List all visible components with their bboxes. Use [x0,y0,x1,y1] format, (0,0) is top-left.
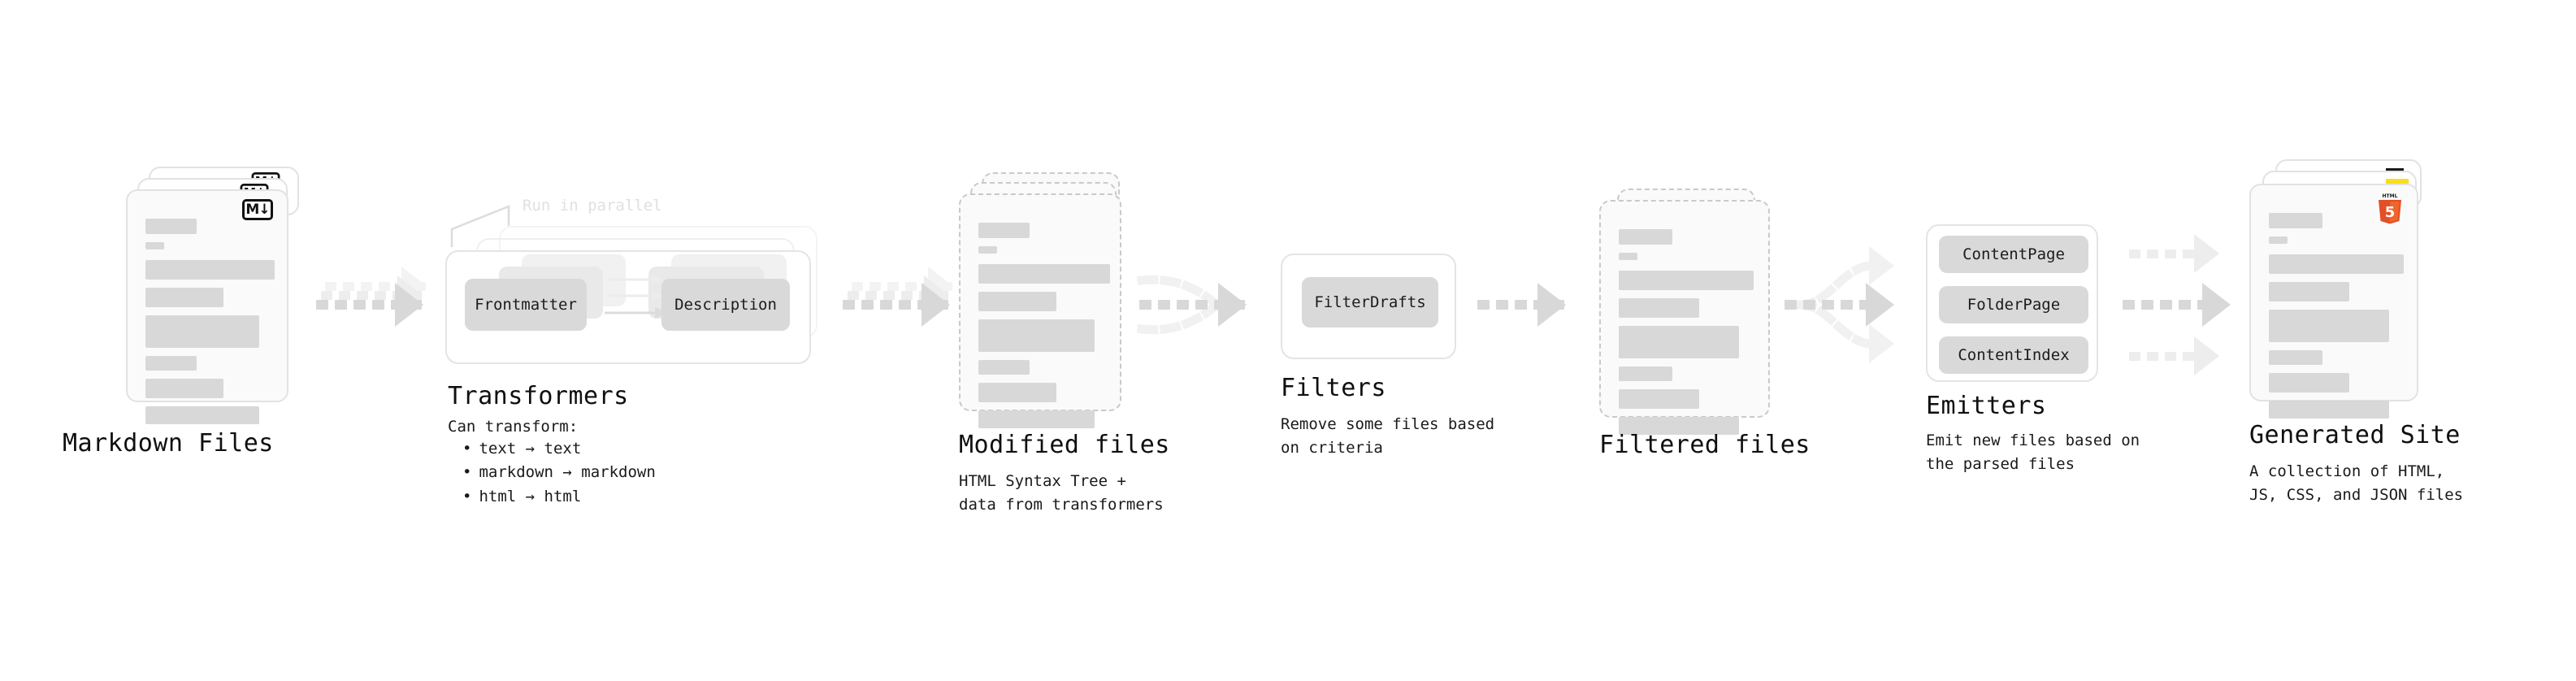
emitter-chip-folderpage[interactable]: FolderPage [1939,286,2088,323]
transformers-bullet-item: text → text [462,437,656,461]
generated-card-front: HTML 5 [2249,184,2418,419]
run-in-parallel-bracket [450,205,510,247]
transformers-bullet-list: text → text markdown → markdown html → h… [448,437,656,509]
generated-site-title: Generated Site [2249,421,2461,449]
emitters-panel: ContentPage FolderPage ContentIndex [1926,224,2098,382]
emitters-subtitle: Emit new files based on the parsed files [1926,432,2140,474]
emitters-title: Emitters [1926,392,2047,420]
transformers-subtitle: Can transform: [448,418,579,436]
filter-chip-filterdrafts[interactable]: FilterDrafts [1302,277,1438,327]
modified-files-title: Modified files [959,431,1170,459]
transformer-inner-arrows [605,274,667,319]
run-in-parallel-label: Run in parallel [523,197,662,215]
generated-site-stack: HTML 5 [2249,159,2436,419]
markdown-card-front: M↓ [126,189,288,424]
connector-md-to-transformers [316,267,427,327]
markdown-placeholder-lines [145,219,275,432]
html5-icon: HTML 5 [2379,193,2401,224]
connector-emitters-to-site [2123,234,2231,375]
generated-placeholder-lines [2269,213,2404,427]
markdown-icon: M↓ [242,199,273,220]
transformer-chip-frontmatter[interactable]: Frontmatter [465,279,587,331]
filters-panel: FilterDrafts [1281,254,1456,359]
svg-text:5: 5 [2385,204,2396,221]
filtered-placeholder-lines [1619,229,1754,443]
modified-placeholder-lines [978,223,1110,436]
filters-subtitle: Remove some files based on criteria [1281,415,1495,458]
modified-card-front [959,193,1121,428]
modified-files-stack [959,172,1138,432]
transformers-bullet-item: html → html [462,485,656,509]
markdown-files-title: Markdown Files [63,429,274,458]
transformers-bullet-item: markdown → markdown [462,461,655,484]
connector-filters-to-filtered [1477,283,1566,327]
modified-files-subtitle: HTML Syntax Tree + data from transformer… [959,472,1164,514]
connector-filtered-to-emitters [1785,246,1894,363]
filtered-card-front [1599,200,1770,435]
connector-transformers-to-modified [843,267,953,327]
emitter-chip-contentindex[interactable]: ContentIndex [1939,336,2088,374]
filtered-files-stack [1599,189,1778,435]
filters-title: Filters [1281,374,1386,402]
transformer-chip-description[interactable]: Description [661,279,790,331]
connector-modified-to-filters [1136,275,1247,335]
transformers-title: Transformers [448,382,629,410]
emitter-chip-contentpage[interactable]: ContentPage [1939,236,2088,273]
markdown-files-stack: M↓ M↓ M↓ [126,167,309,427]
svg-text:HTML: HTML [2383,193,2398,199]
generated-site-subtitle: A collection of HTML, JS, CSS, and JSON … [2249,462,2464,505]
filtered-files-title: Filtered files [1599,431,1811,459]
transformers-group: Run in parallel Frontmatter Description [445,197,819,364]
